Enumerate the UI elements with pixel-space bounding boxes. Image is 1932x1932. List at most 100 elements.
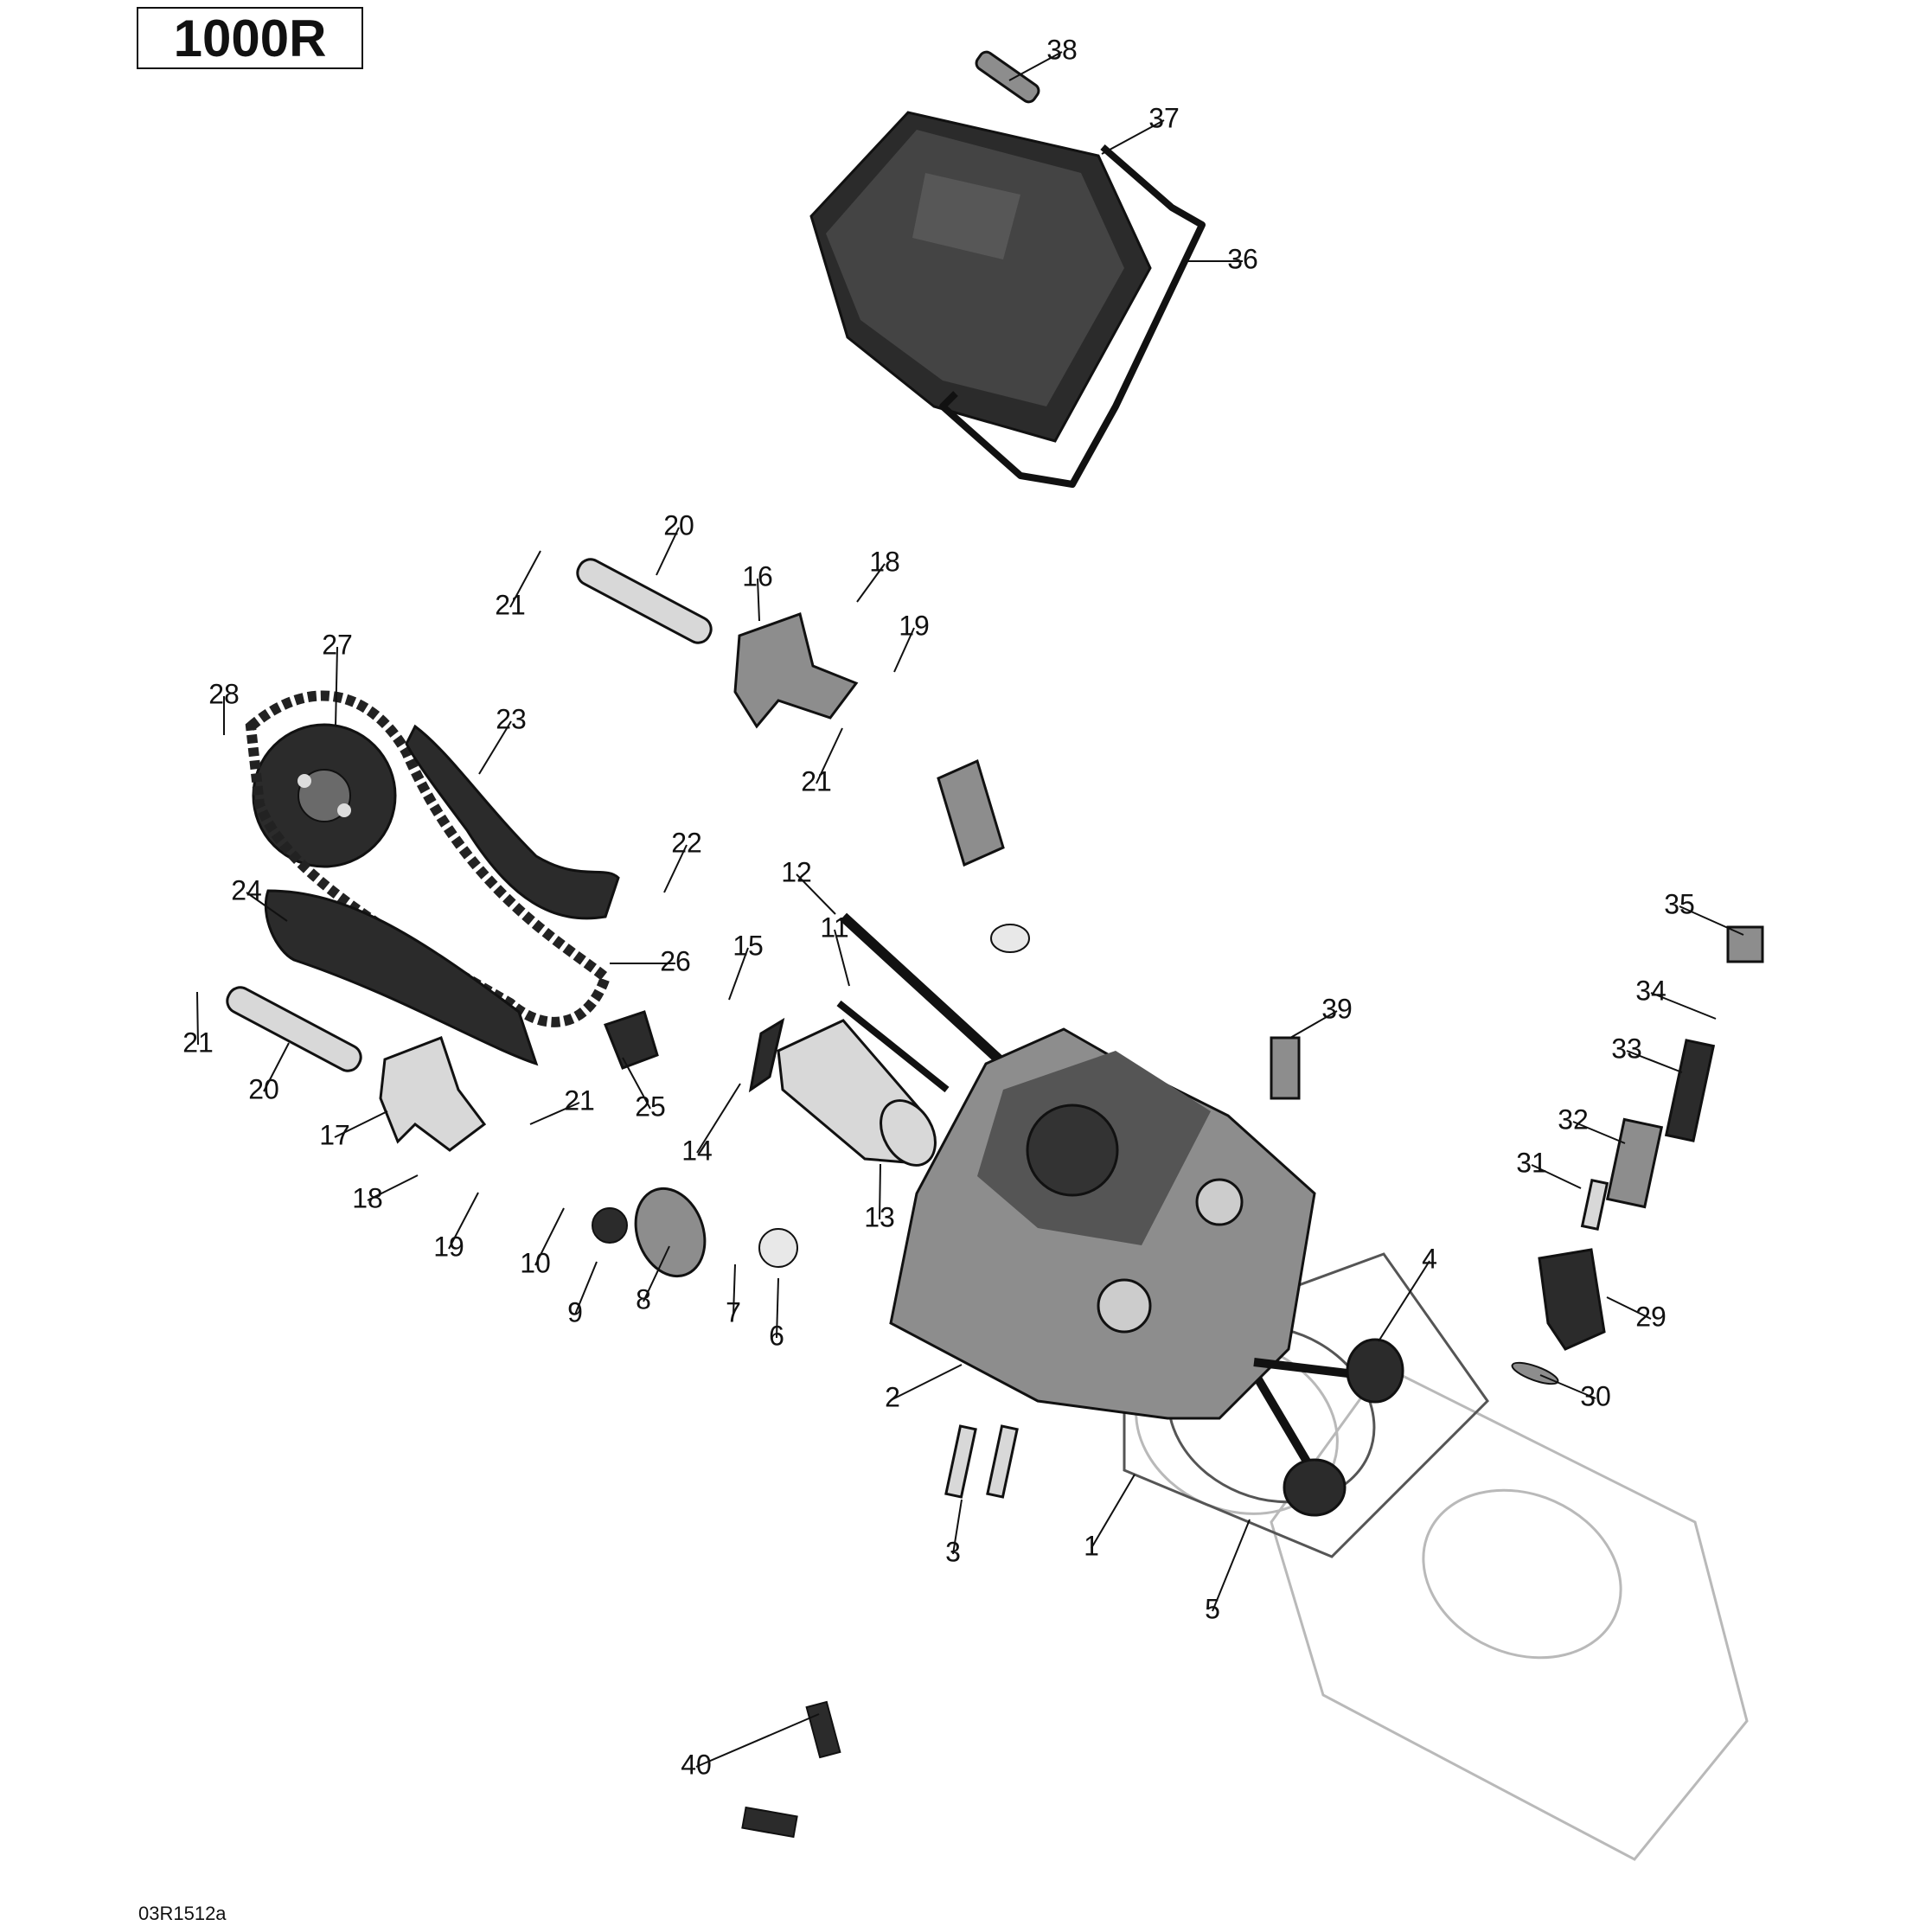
spark-plug-sensor [1270, 1036, 1301, 1100]
callout-c6: 6 [769, 1277, 784, 1351]
leader-line [335, 646, 338, 727]
callout-c20: 20 [656, 509, 694, 576]
callout-c13: 13 [864, 1163, 895, 1232]
stud-bolts [741, 1700, 841, 1839]
model-badge: 1000R [137, 7, 363, 69]
callout-number: 2 [885, 1381, 900, 1412]
callout-c37: 37 [1101, 102, 1180, 155]
callout-number: 25 [635, 1091, 666, 1122]
callout-c29: 29 [1606, 1296, 1667, 1332]
callout-number: 15 [732, 930, 764, 961]
callout-c22: 22 [663, 827, 702, 893]
callout-number: 7 [726, 1296, 741, 1327]
callout-number: 38 [1046, 34, 1078, 65]
spring-seat-washer-lower [758, 1228, 798, 1268]
leader-line [1008, 51, 1063, 81]
leader-line [263, 1042, 290, 1092]
callout-number: 16 [742, 560, 773, 592]
long-bolt-12 [839, 912, 1003, 1064]
valve-spring-upper [937, 758, 1005, 867]
callout-c16: 16 [742, 560, 773, 622]
callout-c23: 23 [478, 703, 527, 775]
valve-cover [809, 111, 1152, 443]
leader-line [893, 627, 915, 673]
camshaft-retainer-plate [748, 1017, 785, 1093]
callout-c1: 1 [1084, 1474, 1136, 1561]
callout-number: 20 [663, 509, 694, 541]
rocker-shaft-upper [576, 558, 713, 644]
callout-c35: 35 [1664, 888, 1744, 936]
callout-c40: 40 [681, 1713, 820, 1780]
leader-line [1679, 905, 1744, 936]
callout-number: 29 [1635, 1301, 1667, 1332]
valve-cover-gasket [939, 144, 1206, 488]
callout-number: 17 [319, 1119, 350, 1150]
callout-number: 4 [1422, 1243, 1437, 1274]
callout-c18b: 18 [352, 1174, 419, 1213]
callout-number: 22 [671, 827, 702, 858]
callout-c14: 14 [681, 1083, 741, 1166]
callout-number: 37 [1148, 102, 1180, 133]
cylinder-head [889, 1027, 1316, 1420]
chain-tensioner-guide [264, 889, 539, 1066]
leader-line [834, 929, 850, 987]
leader-line [478, 720, 512, 775]
leader-line [643, 1245, 670, 1302]
callout-c2: 2 [885, 1364, 963, 1412]
leader-line [816, 727, 843, 784]
leader-line [367, 1174, 419, 1201]
callout-number: 30 [1580, 1380, 1611, 1411]
callout-number: 21 [495, 589, 526, 620]
callout-c5: 5 [1205, 1519, 1251, 1624]
leader-line [1626, 1050, 1683, 1073]
callout-number: 18 [352, 1182, 383, 1213]
callout-c18: 18 [856, 546, 900, 603]
rocker-arm-upper [733, 612, 859, 729]
callout-number: 3 [945, 1536, 961, 1567]
leader-line [892, 1364, 963, 1400]
leader-line [534, 1207, 565, 1266]
callout-number: 19 [433, 1231, 464, 1262]
callout-c26: 26 [610, 945, 691, 976]
callout-c12: 12 [781, 856, 836, 915]
callout-c8: 8 [636, 1245, 670, 1315]
leader-line [856, 563, 886, 603]
callout-number: 32 [1558, 1104, 1589, 1135]
cover-bolt [975, 50, 1040, 104]
callout-number: 21 [801, 765, 832, 796]
callout-c33: 33 [1611, 1033, 1683, 1073]
rocker-shaft-lower [226, 986, 362, 1072]
leader-line [509, 550, 541, 608]
callout-number: 5 [1205, 1593, 1220, 1624]
callout-number: 40 [681, 1749, 712, 1780]
callout-number: 6 [769, 1320, 784, 1351]
leader-line [246, 892, 288, 922]
callout-number: 19 [899, 610, 930, 641]
leader-line [952, 1499, 963, 1555]
callout-number: 11 [820, 912, 848, 943]
callout-number: 21 [182, 1027, 214, 1058]
callout-c3: 3 [945, 1499, 963, 1567]
leader-line [696, 1083, 741, 1154]
leader-line [622, 1057, 651, 1110]
callout-c7: 7 [726, 1263, 741, 1327]
leader-line [1101, 119, 1165, 155]
callout-number: 26 [660, 945, 691, 976]
spring-seat-washer-upper [990, 924, 1030, 953]
callout-c34: 34 [1635, 975, 1717, 1020]
callout-c21c: 21 [182, 991, 214, 1058]
leader-line [663, 844, 688, 893]
valve-spring-lower [634, 1187, 707, 1278]
callout-c39: 39 [1289, 993, 1353, 1039]
chain-guide-clip [604, 1010, 659, 1070]
callout-number: 31 [1516, 1147, 1547, 1178]
callout-c9: 9 [567, 1261, 598, 1327]
callout-c11: 11 [820, 912, 850, 987]
callout-c21d: 21 [529, 1084, 595, 1125]
leader-line [448, 1192, 479, 1250]
leader-line [757, 578, 760, 622]
leader-line [1572, 1121, 1626, 1144]
leader-line [574, 1261, 598, 1315]
leader-line [1091, 1474, 1136, 1549]
callout-c17: 17 [319, 1110, 388, 1150]
